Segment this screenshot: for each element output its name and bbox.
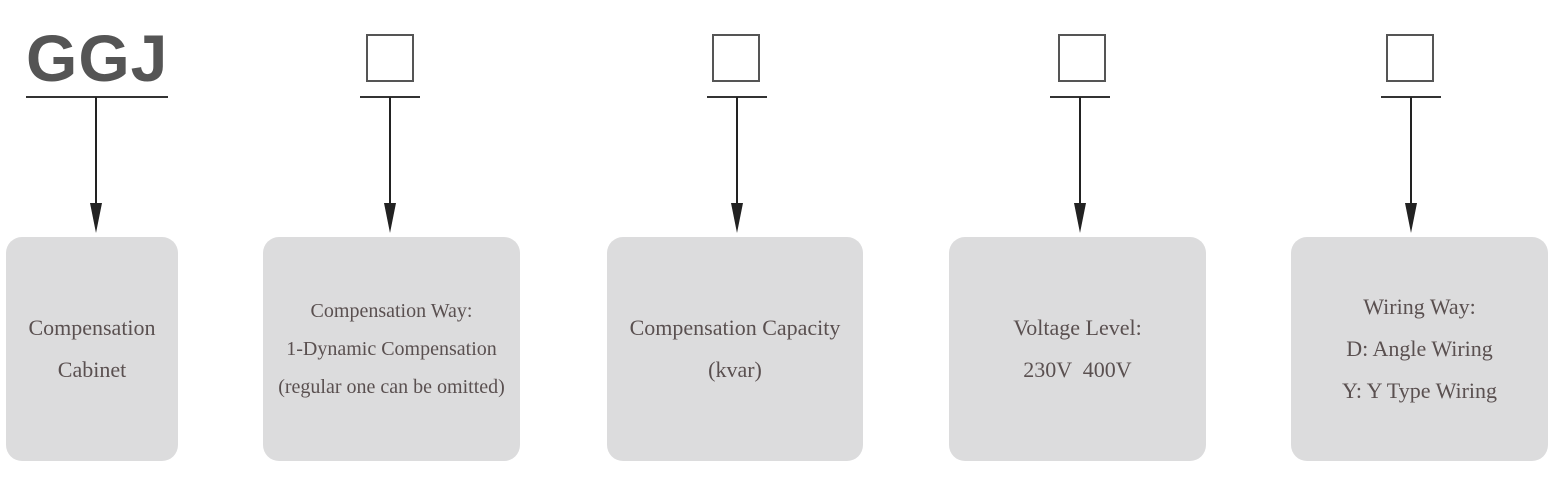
desc-line: Compensation Way:	[310, 300, 473, 322]
placeholder-box-compensation-capacity	[712, 34, 760, 82]
desc-line: D: Angle Wiring	[1346, 336, 1493, 361]
desc-box-compensation-way: Compensation Way: 1-Dynamic Compensation…	[263, 237, 520, 461]
wiring-way-arrowhead	[1405, 203, 1417, 233]
desc-line: Compensation Capacity	[629, 315, 841, 340]
desc-box-wiring-way: Wiring Way: D: Angle Wiring Y: Y Type Wi…	[1291, 237, 1548, 461]
placeholder-box-wiring-way	[1386, 34, 1434, 82]
desc-box-voltage-level: Voltage Level: 230V 400V	[949, 237, 1206, 461]
prefix-arrowhead	[90, 203, 102, 233]
desc-line: Cabinet	[57, 357, 127, 382]
placeholder-box-compensation-way	[366, 34, 414, 82]
desc-line: (kvar)	[708, 357, 762, 382]
placeholder-box-voltage-level	[1058, 34, 1106, 82]
desc-line: Compensation	[28, 315, 156, 340]
desc-line: Y: Y Type Wiring	[1341, 378, 1498, 403]
prefix-connector-line	[95, 97, 97, 205]
voltage-level-arrowhead	[1074, 203, 1086, 233]
desc-line: 230V 400V	[1023, 357, 1132, 382]
desc-box-compensation-cabinet: Compensation Cabinet	[6, 237, 178, 461]
compensation-capacity-connector-line	[736, 97, 738, 205]
voltage-level-connector-line	[1079, 97, 1081, 205]
model-code-prefix: GGJ	[26, 21, 169, 95]
desc-line: 1-Dynamic Compensation	[286, 338, 497, 360]
wiring-way-connector-line	[1410, 97, 1412, 205]
desc-box-compensation-capacity: Compensation Capacity (kvar)	[607, 237, 863, 461]
compensation-way-connector-line	[389, 97, 391, 205]
desc-line: Wiring Way:	[1363, 294, 1476, 319]
desc-line: Voltage Level:	[1013, 315, 1142, 340]
compensation-capacity-arrowhead	[731, 203, 743, 233]
desc-line: (regular one can be omitted)	[278, 376, 505, 398]
prefix-underline	[26, 96, 168, 98]
compensation-way-arrowhead	[384, 203, 396, 233]
